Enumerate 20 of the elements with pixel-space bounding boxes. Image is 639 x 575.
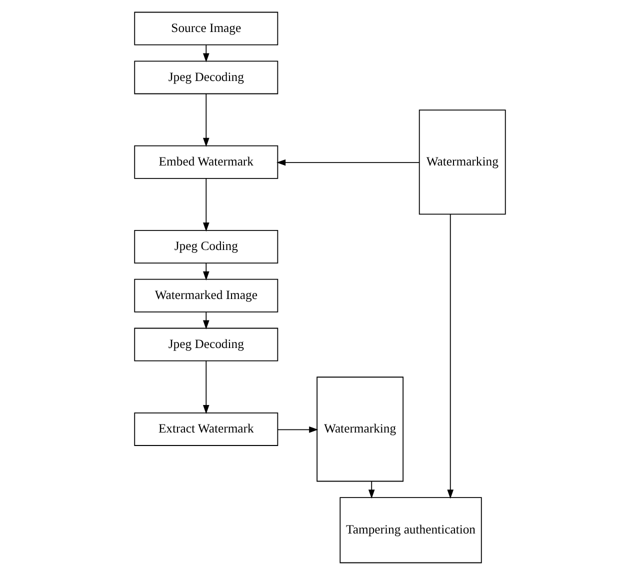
arrow bbox=[368, 481, 374, 499]
arrow bbox=[446, 214, 454, 499]
node-box: Source Image bbox=[134, 12, 278, 46]
arrow bbox=[276, 159, 420, 166]
node-box: Jpeg Decoding bbox=[134, 60, 278, 94]
node-box: Jpeg Decoding bbox=[134, 328, 278, 362]
arrow bbox=[202, 44, 209, 62]
arrow bbox=[276, 426, 318, 433]
node-box: Extract Watermark bbox=[134, 412, 278, 446]
arrow bbox=[202, 178, 209, 232]
node-box: Tampering authentication bbox=[339, 497, 482, 564]
node-box: Watermarking bbox=[316, 376, 404, 482]
arrow bbox=[202, 360, 209, 414]
arrow bbox=[202, 262, 209, 280]
node-box: Jpeg Coding bbox=[134, 230, 278, 264]
node-box: Embed Watermark bbox=[134, 145, 278, 179]
node-box: Watermarking bbox=[418, 110, 506, 215]
arrow bbox=[202, 93, 209, 147]
arrow bbox=[202, 312, 209, 330]
node-box: Watermarked Image bbox=[134, 278, 278, 312]
